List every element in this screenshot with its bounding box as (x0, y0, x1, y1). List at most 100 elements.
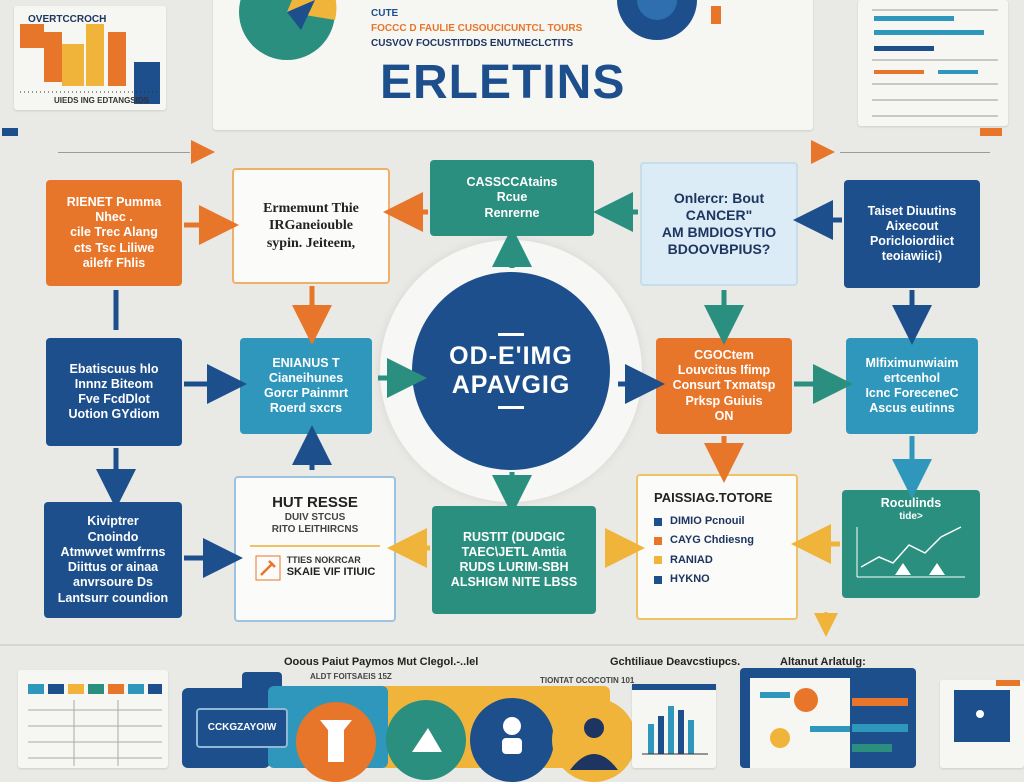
node-line: Fve FcdDlot (78, 392, 150, 406)
node-line: ENIANUS T (272, 355, 340, 370)
bottom-bar-chart-panel (632, 684, 716, 768)
card-footer-1: TTIES NOKRCAR (286, 555, 361, 566)
pie-chart-icon (239, 0, 337, 60)
node-line: ertcenhol (883, 370, 941, 385)
node-line: AM BMDIOSYTIO (661, 224, 777, 240)
bottom-bar-chart (632, 684, 716, 755)
node-line: Uotion GYdiom (68, 407, 160, 422)
bottom-divider (0, 644, 1024, 646)
node-line: Kiviptrer (87, 514, 139, 529)
legend-row: DIMIO Pcnouil (654, 515, 745, 528)
node-target-directions[interactable]: Taiset Diuutins Aixecout Poricloiordiict… (844, 180, 980, 288)
node-line: Taiset Diuutins (867, 203, 957, 218)
node-line: RUDS LURIM-SBH (459, 560, 569, 574)
node-line: CANCER" (685, 206, 753, 223)
node-line: sypin. Jeiteem, (266, 235, 356, 251)
header-line-3: CUSVOV FOCUSTITDDS ENUTNECLCTITS (371, 38, 574, 49)
node-line: TAEC\JETL Amtia (461, 544, 567, 559)
bar-mark (108, 32, 126, 86)
bar-mark (20, 24, 44, 48)
node-result-budget[interactable]: RUSTIT (DUDGIC TAEC\JETL Amtia RUDS LURI… (432, 506, 596, 614)
node-keyword-list[interactable]: Kiviptrer Cnoindo Atmwvet wmfrrns Diittu… (44, 502, 182, 618)
node-line: Icnc ForeceneC (865, 386, 959, 400)
node-line: Consurt Txmatsp (672, 378, 776, 393)
node-line: Aixecout (885, 218, 939, 233)
node-line: Gorcr Painmrt (263, 386, 349, 400)
node-line: RIENET Pumma (66, 194, 162, 209)
node-passing-legend[interactable]: PAISSIAG.TOTORE DIMIO Pcnouil CAYG Chdie… (636, 474, 798, 620)
businessman-icon (570, 718, 618, 770)
legend-row: HYKNO (654, 573, 710, 586)
node-line: CGOCtem (694, 347, 754, 362)
card-footer-row: TTIES NOKRCAR SKAIE VIF ITIUIC (255, 555, 376, 581)
node-line: Rcue (496, 190, 528, 205)
node-line: ailefr Fhlis (82, 255, 146, 270)
legend-title: PAISSIAG.TOTORE (654, 490, 773, 505)
hub-dash-top (498, 333, 524, 337)
bottom-right-dot (976, 710, 984, 718)
card-footer-2: SKAIE VIF ITIUIC (286, 566, 376, 579)
node-line: Mlfiximunwiaim (865, 355, 959, 370)
bottom-badge[interactable]: CCKGZAYOIW (196, 708, 288, 748)
header-small-top: CUTE (371, 8, 399, 19)
node-line: tide> (899, 511, 923, 523)
chart-slice-icon (412, 728, 442, 752)
title-panel: CUTE FOCCC D FAULIE CUSOUCICUNTCL TOURS … (213, 0, 813, 130)
center-hub[interactable]: OD-E'IMG APAVGIG (412, 272, 610, 470)
node-line: teoiawiici) (881, 249, 943, 264)
node-line: Prksp Guiuis (685, 393, 763, 408)
legend-swatch (654, 517, 662, 526)
divider (840, 152, 990, 153)
bar-mark (44, 32, 62, 82)
bottom-table-panel (18, 670, 168, 768)
legend-swatch (654, 536, 662, 545)
wrench-icon (255, 555, 281, 581)
card-divider (250, 544, 380, 547)
node-line: Cianeihunes (268, 370, 344, 385)
bottom-caption-3: Altanut Arlatulg: (780, 656, 866, 668)
dashboard-graphics (760, 688, 908, 752)
node-line: Louvcitus Ifimp (677, 363, 771, 378)
bottom-right-accent (996, 680, 1020, 686)
node-cgo-item[interactable]: CGOCtem Louvcitus Ifimp Consurt Txmatsp … (656, 338, 792, 434)
card-title: HUT RESSE (272, 494, 358, 511)
accent-square (980, 128, 1002, 136)
node-line: ON (714, 408, 734, 423)
node-maximization[interactable]: Mlfiximunwiaim ertcenhol Icnc ForeceneC … (846, 338, 978, 434)
node-line: ALSHIGM NITE LBSS (450, 575, 578, 590)
node-line: Poricloiordiict (869, 234, 955, 248)
card-sub-2: RITO LEITHIRCNS (271, 524, 359, 536)
node-line: Ermemunt Thie (263, 201, 359, 217)
node-line: Ebatiscuus hlo (69, 361, 159, 376)
node-line: Atmwvet wmfrrns (60, 544, 166, 559)
card-sub-1: DUIV STCUS (284, 512, 346, 524)
bottom-right-panel (940, 680, 1024, 768)
node-line: IRGaneiouble (268, 218, 353, 234)
node-line: Innnz Biteom (74, 376, 154, 391)
node-question[interactable]: Onlercr: Bout CANCER" AM BMDIOSYTIO BDOO… (640, 162, 798, 286)
top-right-bars (872, 9, 998, 117)
bar-mark (86, 24, 104, 86)
node-line: cile Trec Alang (70, 225, 158, 240)
node-line: Renrerne (484, 205, 540, 220)
node-line: Nhec . (95, 210, 133, 225)
node-statistics[interactable]: Ebatiscuus hlo Innnz Biteom Fve FcdDlot … (46, 338, 182, 446)
top-right-table-panel (858, 0, 1008, 126)
node-enhance[interactable]: ENIANUS T Cianeihunes Gorcr Painmrt Roer… (240, 338, 372, 434)
node-line: Cnoindo (87, 529, 139, 544)
node-line: RUSTIT (DUDGIC (462, 529, 566, 544)
node-case-actions[interactable]: CASSCCAtains Rcue Renrerne (430, 160, 594, 236)
top-left-chart-title: OVERTCCROCH (28, 14, 107, 25)
node-results-chart[interactable]: Roculinds tide> (842, 490, 980, 598)
bottom-table (28, 684, 162, 766)
bottom-caption-1: Ooous Paiut Paymos Mut Clegol.-..lel (284, 656, 479, 668)
legend-row: RANIAD (654, 554, 713, 567)
line-chart-icon (856, 526, 965, 578)
node-risk-profile[interactable]: RIENET Pumma Nhec . cile Trec Alang cts … (46, 180, 182, 286)
person-icon (502, 717, 522, 754)
legend-swatch (654, 575, 662, 584)
accent-square (2, 128, 18, 136)
node-line: cts Tsc Liliwe (73, 240, 155, 255)
bottom-row-1: ALDT FOITSAEIS 15Z (310, 672, 392, 681)
